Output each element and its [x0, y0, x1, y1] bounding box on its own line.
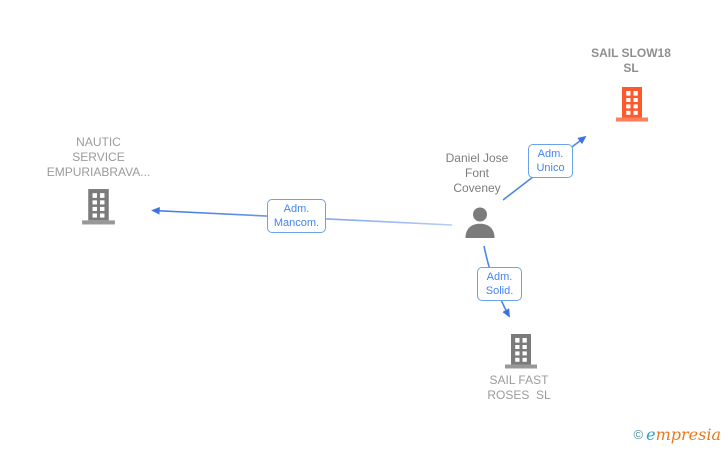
- copyright-icon: ©: [633, 427, 644, 442]
- brand-first-letter: e: [646, 425, 656, 444]
- empresia-logo[interactable]: ©empresia: [634, 425, 721, 444]
- node-label-line: NAUTIC: [76, 135, 121, 149]
- person-icon: [462, 205, 498, 241]
- node-label-line: SAIL SLOW18: [591, 46, 671, 60]
- edge-label-adm-unico[interactable]: Adm. Unico: [528, 144, 573, 178]
- edge-label-line: Adm.: [486, 271, 513, 283]
- edge-label-line: Adm.: [537, 148, 564, 160]
- node-label-line: Coveney: [453, 181, 501, 195]
- node-label-line: Daniel Jose: [445, 151, 509, 165]
- edge-label-line: Solid.: [485, 285, 514, 297]
- edge-label-adm-solid[interactable]: Adm. Solid.: [477, 267, 522, 301]
- node-label-sail-slow18[interactable]: SAIL SLOW18 SL: [561, 46, 701, 76]
- edge-label-line: Adm.: [283, 203, 310, 215]
- building-icon: [614, 85, 650, 123]
- building-icon: [80, 187, 117, 226]
- node-sail-fast[interactable]: [503, 332, 539, 370]
- node-label-person[interactable]: Daniel Jose Font Coveney: [407, 151, 547, 196]
- node-sail-slow18[interactable]: [614, 85, 650, 123]
- edge-label-line: Unico: [536, 162, 565, 174]
- node-label-line: ROSES SL: [487, 388, 551, 402]
- edge-label-line: Mancom.: [273, 217, 320, 229]
- node-nautic[interactable]: [80, 187, 117, 226]
- node-person[interactable]: [462, 205, 498, 241]
- node-label-line: SL: [623, 61, 639, 75]
- building-icon: [503, 332, 539, 370]
- edge-label-adm-mancom[interactable]: Adm. Mancom.: [267, 199, 326, 233]
- node-label-nautic[interactable]: NAUTIC SERVICE EMPURIABRAVA...: [28, 135, 169, 180]
- node-label-line: SERVICE: [72, 150, 125, 164]
- node-label-line: Font: [464, 166, 489, 180]
- brand-name: mpresia: [655, 425, 721, 444]
- node-label-sail-fast[interactable]: SAIL FAST ROSES SL: [449, 373, 589, 403]
- node-label-line: EMPURIABRAVA...: [46, 165, 151, 179]
- node-label-line: SAIL FAST: [489, 373, 549, 387]
